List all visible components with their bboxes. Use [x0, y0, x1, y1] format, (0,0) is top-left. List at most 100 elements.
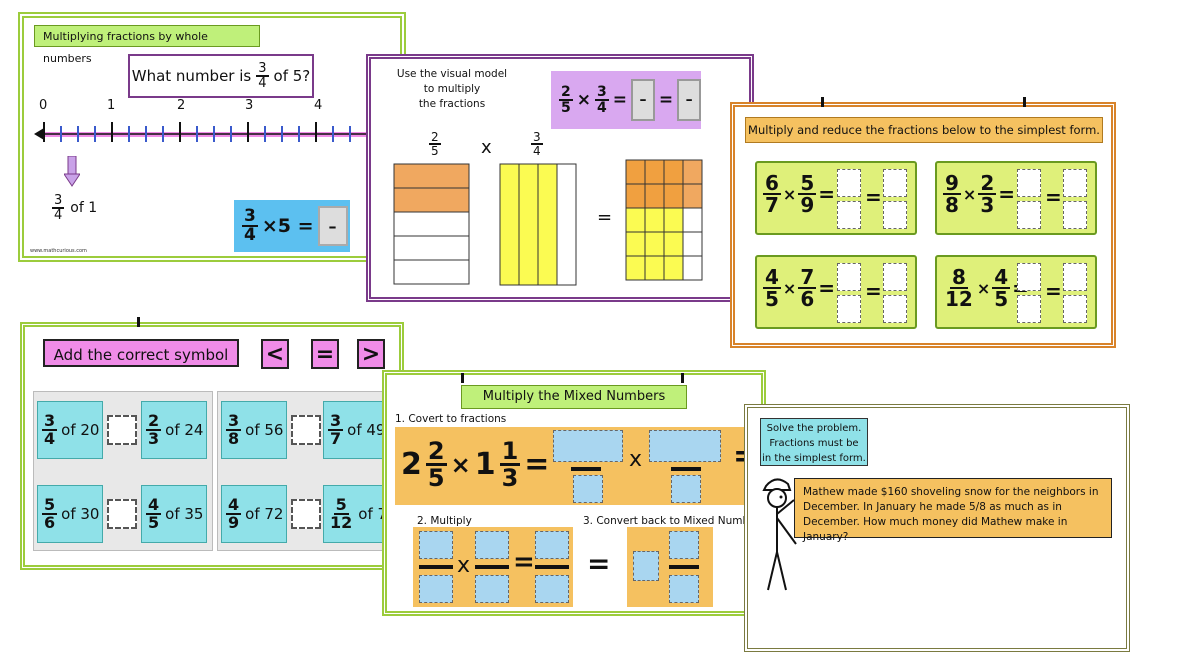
reduce-answer-den[interactable]	[1017, 295, 1041, 323]
three-quarters-model	[499, 163, 577, 286]
visual-model-card[interactable]: Use the visual model to multiply the fra…	[366, 54, 754, 302]
multiply-num-1[interactable]	[419, 531, 453, 559]
multiply-den-3[interactable]	[535, 575, 569, 603]
down-arrow-icon	[64, 156, 80, 187]
times-sign: ×	[450, 450, 471, 479]
multiply-num-2[interactable]	[475, 531, 509, 559]
numerator-input-1[interactable]	[553, 430, 623, 462]
number-line-card[interactable]: Multiplying fractions by whole numbers W…	[18, 12, 406, 262]
symbol-answer-box[interactable]	[107, 415, 137, 445]
reduce-answer-num[interactable]	[837, 263, 861, 291]
equals-sign: =	[597, 207, 613, 228]
symbol-answer-box[interactable]	[291, 499, 321, 529]
reduce-simplest-den[interactable]	[1063, 201, 1087, 229]
step-three-panel	[627, 527, 713, 607]
answer-box-2[interactable]: –	[677, 79, 701, 121]
card-title: Multiplying fractions by whole numbers	[34, 25, 260, 65]
reduce-answer-den[interactable]	[837, 295, 861, 323]
equation-rest: ×5 =	[261, 215, 314, 237]
reduce-answer-den[interactable]	[837, 201, 861, 229]
step-equals: =	[587, 547, 611, 580]
multiply-equals: =	[513, 547, 535, 577]
stick-figure-icon	[762, 478, 797, 591]
denominator-input-1[interactable]	[573, 475, 603, 503]
question-prefix: What number is	[131, 67, 252, 85]
step-one-panel: 2 25 × 1 13 = x =	[395, 427, 765, 505]
reduce-simplest-den[interactable]	[1063, 295, 1087, 323]
tick-label-4: 4	[314, 98, 323, 113]
answer-box[interactable]: –	[317, 206, 348, 246]
symbol-header: Add the correct symbol	[43, 339, 239, 367]
footer-url: www.mathcurious.com	[30, 248, 87, 254]
reduce-simplest-num[interactable]	[1063, 169, 1087, 197]
reduce-answer-num[interactable]	[1017, 263, 1041, 291]
tick-label-0: 0	[39, 98, 48, 113]
mixed-numbers-card[interactable]: Multiply the Mixed Numbers 1. Covert to …	[382, 370, 766, 616]
instruction-text: Use the visual model to multiply the fra…	[396, 68, 508, 110]
question-box: What number is 3 4 of 5?	[128, 54, 314, 98]
product-grid-model	[625, 159, 703, 281]
question-fraction: 3 4	[256, 61, 269, 91]
answer-box-1[interactable]: –	[631, 79, 655, 121]
step-two-panel: x =	[413, 527, 573, 607]
reduce-answer-num[interactable]	[1017, 169, 1041, 197]
mixed-den-input[interactable]	[669, 575, 699, 603]
number-line: 0 1 2 3 4	[32, 98, 382, 144]
reduce-simplest-num[interactable]	[1063, 263, 1087, 291]
mixed-num-input[interactable]	[669, 531, 699, 559]
equal-button[interactable]: =	[311, 339, 339, 369]
reduce-simplest-num[interactable]	[883, 169, 907, 197]
step-three-label: 3. Convert back to Mixed Numbers	[583, 515, 766, 527]
multiply-den-1[interactable]	[419, 575, 453, 603]
whole-a: 2	[401, 447, 422, 482]
reduce-card[interactable]: Multiply and reduce the fractions below …	[730, 97, 1116, 348]
times-sign-2: x	[629, 447, 643, 472]
step-one-label: 1. Covert to fractions	[395, 413, 507, 425]
numerator-input-2[interactable]	[649, 430, 721, 462]
less-than-button[interactable]: <	[261, 339, 289, 369]
multiply-num-3[interactable]	[535, 531, 569, 559]
reduce-answer-num[interactable]	[837, 169, 861, 197]
multiply-den-2[interactable]	[475, 575, 509, 603]
equals-sign: =	[524, 447, 550, 482]
times-sign: x	[481, 137, 492, 158]
symbol-answer-box[interactable]	[291, 415, 321, 445]
denominator-input-2[interactable]	[671, 475, 701, 503]
word-problem-card[interactable]: Solve the problem. Fractions must be in …	[744, 404, 1130, 652]
tick-label-3: 3	[245, 98, 254, 113]
reduce-simplest-den[interactable]	[883, 295, 907, 323]
mixed-header: Multiply the Mixed Numbers	[461, 385, 687, 409]
step-two-label: 2. Multiply	[417, 515, 472, 527]
mixed-whole-input[interactable]	[633, 551, 659, 581]
reduce-problem: 812 × 45 = =	[935, 255, 1097, 329]
tick-label-2: 2	[177, 98, 186, 113]
tick-label-1: 1	[107, 98, 116, 113]
multiply-times: x	[457, 553, 471, 578]
problem-text: Mathew made $160 shoveling snow for the …	[794, 478, 1112, 543]
reduce-simplest-num[interactable]	[883, 263, 907, 291]
instruction-note: Solve the problem. Fractions must be in …	[760, 418, 868, 466]
whole-b: 1	[474, 447, 496, 482]
reduce-answer-den[interactable]	[1017, 201, 1041, 229]
greater-than-button[interactable]: >	[357, 339, 385, 369]
symbol-answer-box[interactable]	[107, 499, 137, 529]
reduce-simplest-den[interactable]	[883, 201, 907, 229]
